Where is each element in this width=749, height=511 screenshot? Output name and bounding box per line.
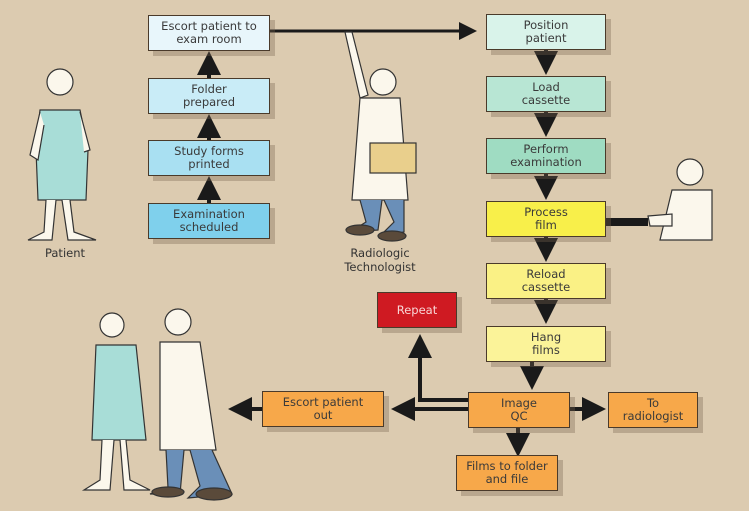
step-escort-to-exam-room: Escort patient to exam room [148, 15, 270, 51]
technologist-illustration [344, 31, 417, 242]
step-process-film: Process film [486, 201, 606, 237]
step-films-to-folder-and-file: Films to folder and file [456, 455, 558, 491]
step-folder-prepared: Folder prepared [148, 78, 270, 114]
step-image-qc: Image QC [468, 392, 570, 428]
escort-out-illustration [81, 308, 233, 501]
patient-label: Patient [44, 246, 86, 260]
arrow-qc-to-repeat [408, 334, 468, 402]
step-to-radiologist: To radiologist [608, 392, 698, 428]
film-processor-slot [606, 218, 648, 226]
step-load-cassette: Load cassette [486, 76, 606, 112]
step-position-patient: Position patient [486, 14, 606, 50]
step-perform-examination: Perform examination [486, 138, 606, 174]
processor-technologist-illustration [647, 158, 713, 241]
step-reload-cassette: Reload cassette [486, 263, 606, 299]
patient-illustration [27, 68, 97, 241]
step-examination-scheduled: Examination scheduled [148, 203, 270, 239]
step-repeat: Repeat [377, 292, 457, 328]
step-escort-patient-out: Escort patient out [262, 391, 384, 427]
step-study-forms-printed: Study forms printed [148, 140, 270, 176]
technologist-label: Radiologic Technologist [344, 246, 416, 274]
step-hang-films: Hang films [486, 326, 606, 362]
